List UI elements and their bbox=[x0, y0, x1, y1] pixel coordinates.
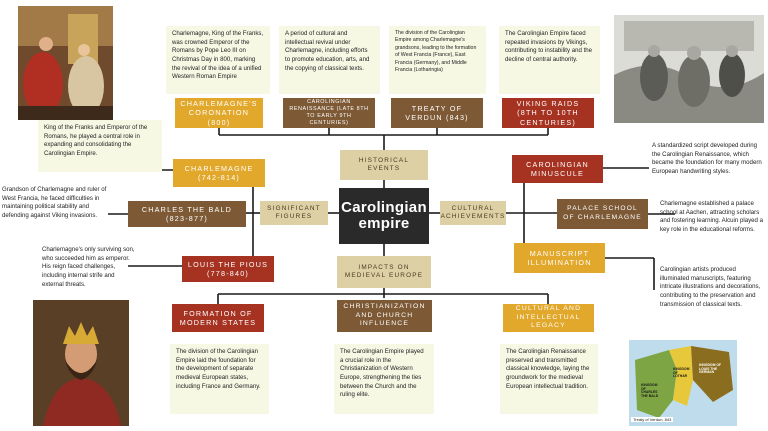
hub-impacts: IMPACTS ON MEDIEVAL EUROPE bbox=[337, 256, 431, 288]
hub-cultural-achievements: CULTURAL ACHIEVEMENTS bbox=[440, 201, 506, 225]
figure-charles-desc: Grandson of Charlemagne and ruler of Wes… bbox=[2, 186, 107, 219]
impact-christianization-desc: The Carolingian Empire played a crucial … bbox=[334, 344, 434, 414]
achievement-minuscule-desc: A standardized script developed during t… bbox=[652, 142, 762, 175]
event-viking-raids: VIKING RAIDS (8TH TO 10TH CENTURIES) bbox=[502, 98, 594, 128]
map-region-label: KINGDOM OF LOTHAR bbox=[673, 367, 690, 379]
engraving-illustration bbox=[614, 15, 764, 123]
impact-cultural-legacy: CULTURAL AND INTELLECTUAL LEGACY bbox=[503, 304, 594, 332]
achievement-minuscule: CAROLINGIAN MINUSCULE bbox=[512, 155, 603, 183]
figure-charles-the-bald: CHARLES THE BALD (823-877) bbox=[128, 201, 246, 227]
map-region-label: KINGDOM OF CHARLES THE BALD bbox=[641, 383, 659, 399]
figure-charlemagne: CHARLEMAGNE (742-814) bbox=[173, 159, 265, 187]
event-treaty-of-verdun: TREATY OF VERDUN (843) bbox=[391, 98, 483, 128]
figure-charlemagne-desc: King of the Franks and Emperor of the Ro… bbox=[38, 120, 162, 172]
figure-louis-the-pious: LOUIS THE PIOUS (778-840) bbox=[182, 256, 274, 282]
event-renaissance-desc: A period of cultural and intellectual re… bbox=[279, 26, 380, 94]
hub-historical-events: HISTORICAL EVENTS bbox=[340, 150, 428, 180]
event-viking-desc: The Carolingian Empire faced repeated in… bbox=[499, 26, 600, 94]
figure-louis-desc: Charlemagne's only surviving son, who su… bbox=[42, 246, 135, 288]
event-coronation: CHARLEMAGNE'S CORONATION (800) bbox=[175, 98, 263, 128]
coronation-painting bbox=[18, 6, 113, 120]
impact-modern-states-desc: The division of the Carolingian Empire l… bbox=[170, 344, 269, 414]
achievement-palace-desc: Charlemagne established a palace school … bbox=[660, 200, 763, 233]
hub-significant-figures: SIGNIFICANT FIGURES bbox=[260, 201, 328, 225]
impact-christianization: CHRISTIANIZATION AND CHURCH INFLUENCE bbox=[337, 300, 432, 332]
louis-portrait bbox=[33, 300, 129, 426]
achievement-palace-school: PALACE SCHOOL OF CHARLEMAGNE bbox=[557, 199, 648, 229]
event-treaty-desc: The division of the Carolingian Empire a… bbox=[389, 26, 486, 94]
impact-legacy-desc: The Carolingian Renaissance preserved an… bbox=[500, 344, 598, 414]
central-topic: Carolingian empire bbox=[339, 188, 429, 244]
achievement-manuscript: MANUSCRIPT ILLUMINATION bbox=[514, 243, 605, 273]
map-caption: Treaty of Verdun, 843 bbox=[631, 417, 674, 422]
event-coronation-desc: Charlemagne, King of the Franks, was cro… bbox=[166, 26, 270, 94]
impact-modern-states: FORMATION OF MODERN STATES bbox=[172, 304, 264, 332]
map-region-label: KINGDOM OF LOUIS THE GERMAN bbox=[699, 363, 722, 375]
achievement-manuscript-desc: Carolingian artists produced illuminated… bbox=[660, 266, 761, 308]
treaty-of-verdun-map: KINGDOM OF CHARLES THE BALD KINGDOM OF L… bbox=[629, 340, 737, 426]
event-renaissance: CAROLINGIAN RENAISSANCE (LATE 8TH TO EAR… bbox=[283, 98, 375, 128]
